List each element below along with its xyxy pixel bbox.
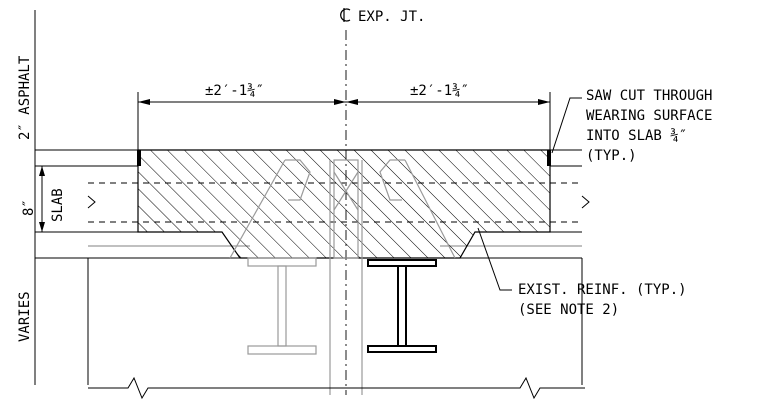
- dimension-left: ±2′-1¾″: [205, 83, 264, 99]
- expansion-joint-assembly: [229, 159, 456, 395]
- slab-label: SLAB: [50, 188, 66, 222]
- reinf-leader: [477, 227, 512, 291]
- centerline-label: EXP. JT.: [358, 9, 425, 25]
- saw-cut-note-line2: WEARING SURFACE: [586, 108, 712, 124]
- varies-label: VARIES: [17, 291, 33, 342]
- left-dimensions: [34, 10, 88, 385]
- saw-cut-right: [547, 150, 551, 166]
- girder-left: [247, 257, 317, 355]
- bottom-break-line: [88, 376, 585, 400]
- saw-cut-left: [137, 150, 141, 166]
- saw-cut-leader: [551, 97, 582, 154]
- saw-cut-note-line3: INTO SLAB ¾″: [586, 128, 687, 144]
- saw-cut-note-line4: (TYP.): [586, 148, 637, 164]
- asphalt-label: 2″ ASPHALT: [17, 55, 33, 140]
- girder-right: [367, 259, 437, 353]
- top-dimension: [137, 92, 551, 165]
- slab-thickness-label: 8″: [21, 199, 37, 216]
- dimension-right: ±2′-1¾″: [410, 83, 469, 99]
- reinf-note-line2: (SEE NOTE 2): [518, 302, 619, 318]
- centerline-symbol: [340, 8, 351, 22]
- saw-cut-note-line1: SAW CUT THROUGH: [586, 88, 712, 104]
- concrete-removal-zone: [137, 149, 551, 259]
- reinf-note-line1: EXIST. REINF. (TYP.): [518, 282, 687, 298]
